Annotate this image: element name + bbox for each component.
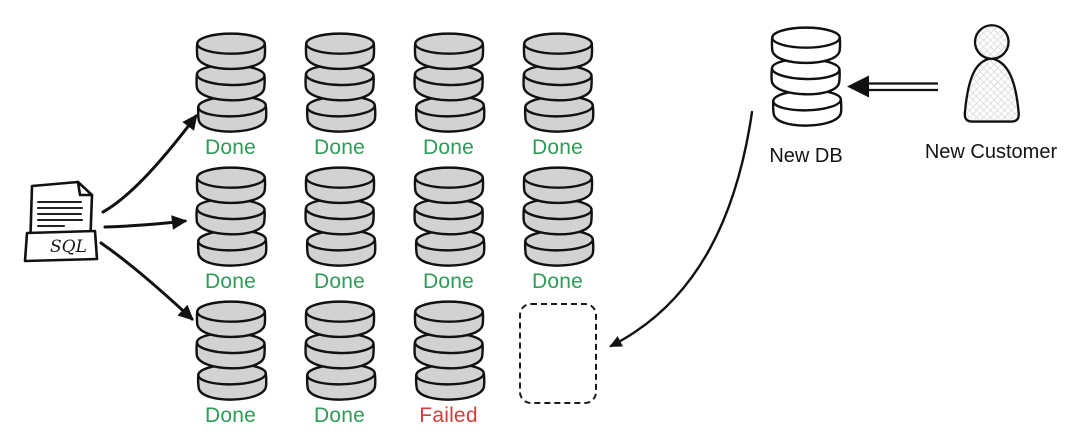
new-customer-label: New Customer [924, 141, 1058, 163]
status-label: Done [531, 136, 583, 159]
status-label: Done [313, 136, 365, 159]
database-icon [298, 298, 382, 404]
new-db-label: New DB [769, 145, 843, 167]
sql-script-icon: SQL [23, 180, 99, 263]
pending-database-placeholder [518, 303, 597, 404]
arrow-new-db-to-placeholder [609, 110, 754, 348]
status-label: Failed [419, 404, 478, 427]
database-icon [516, 164, 600, 270]
database-icon [189, 164, 273, 270]
status-label: Done [422, 136, 474, 159]
status-label: Done [204, 404, 256, 427]
database-icon [189, 30, 273, 136]
database-cell: Done [285, 158, 394, 293]
database-cell: Done [394, 158, 503, 293]
placeholder-cell [503, 292, 612, 426]
database-cell: Done [176, 158, 285, 293]
database-cell: Done [503, 158, 612, 293]
database-cell: Done [394, 24, 503, 159]
status-label: Done [313, 404, 365, 427]
status-label: Done [204, 136, 256, 159]
database-grid: Done Done Done Done Done Done Done Don [176, 24, 612, 427]
person-icon [963, 24, 1020, 123]
database-icon [407, 298, 491, 404]
database-cell: Failed [394, 292, 503, 427]
sql-label: SQL [50, 237, 87, 257]
new-db-block: New DB [750, 24, 862, 168]
database-cell: Done [285, 292, 394, 427]
new-customer-block: New Customer [908, 22, 1074, 164]
arrow-sql-to-row-2 [103, 215, 188, 230]
sql-banner [23, 229, 99, 263]
new-database-icon [764, 24, 848, 130]
status-label: Done [313, 270, 365, 293]
database-icon [298, 164, 382, 270]
database-icon [516, 30, 600, 136]
database-cell: Done [176, 24, 285, 159]
status-label: Done [531, 270, 583, 293]
status-label: Done [204, 270, 256, 293]
database-icon [298, 30, 382, 136]
database-cell: Done [176, 292, 285, 427]
database-cell: Done [285, 24, 394, 159]
document-lines [36, 200, 84, 228]
database-icon [407, 30, 491, 136]
status-label: Done [422, 270, 474, 293]
database-cell: Done [503, 24, 612, 159]
database-icon [407, 164, 491, 270]
database-icon [189, 298, 273, 404]
